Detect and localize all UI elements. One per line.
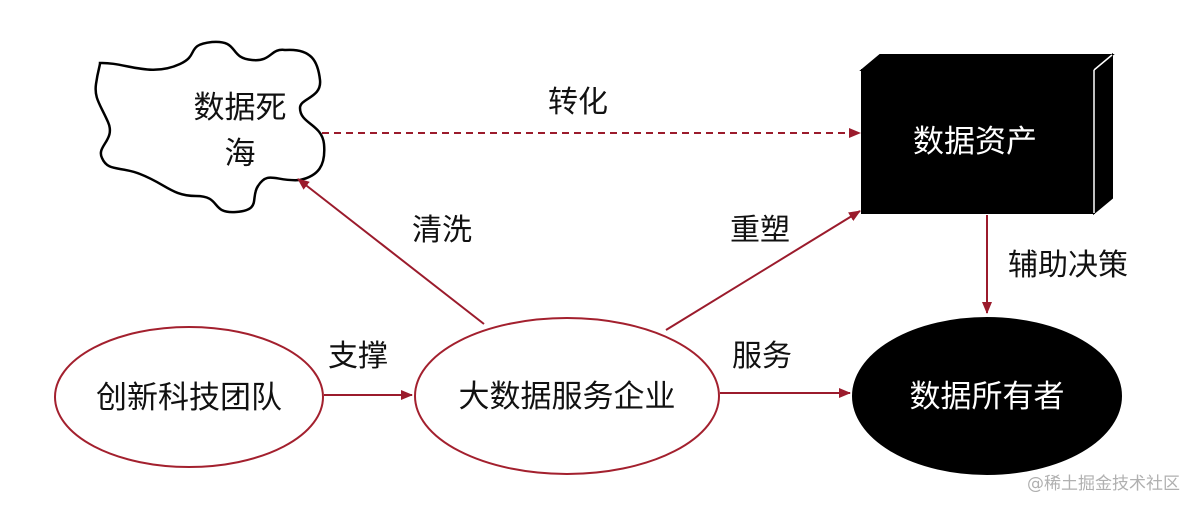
data-owner-node: 数据所有者 bbox=[852, 317, 1122, 475]
puzzle-label-line1: 数据死 bbox=[194, 90, 287, 126]
asset-label: 数据资产 bbox=[913, 124, 1037, 160]
asset-box-edge bbox=[1093, 54, 1113, 71]
clean-label: 清洗 bbox=[412, 213, 472, 248]
assist-label: 辅助决策 bbox=[1008, 248, 1128, 283]
reshape-arrow bbox=[665, 210, 861, 331]
enterprise-label: 大数据服务企业 bbox=[459, 379, 676, 415]
owner-label: 数据所有者 bbox=[910, 379, 1065, 415]
transform-label: 转化 bbox=[548, 85, 608, 120]
asset-box-front bbox=[861, 69, 1095, 214]
enterprise-ellipse bbox=[414, 317, 720, 475]
team-label: 创新科技团队 bbox=[96, 380, 282, 416]
watermark: @稀土掘金技术社区 bbox=[1027, 474, 1180, 494]
team-ellipse bbox=[54, 326, 324, 468]
data-dead-sea-node: 数据死 海 bbox=[94, 40, 326, 214]
support-label: 支撑 bbox=[328, 339, 388, 374]
big-data-enterprise-node: 大数据服务企业 bbox=[414, 317, 720, 475]
reshape-label: 重塑 bbox=[730, 213, 790, 248]
innovation-team-node: 创新科技团队 bbox=[54, 326, 324, 468]
data-asset-node: 数据资产 bbox=[859, 52, 1115, 216]
owner-ellipse bbox=[852, 317, 1122, 475]
puzzle-label-line2: 海 bbox=[225, 136, 256, 172]
serve-label: 服务 bbox=[732, 339, 792, 374]
puzzle-piece-shape bbox=[94, 40, 326, 214]
clean-arrow bbox=[297, 178, 485, 325]
asset-box-side bbox=[1093, 52, 1113, 216]
asset-box-top bbox=[859, 54, 1115, 71]
